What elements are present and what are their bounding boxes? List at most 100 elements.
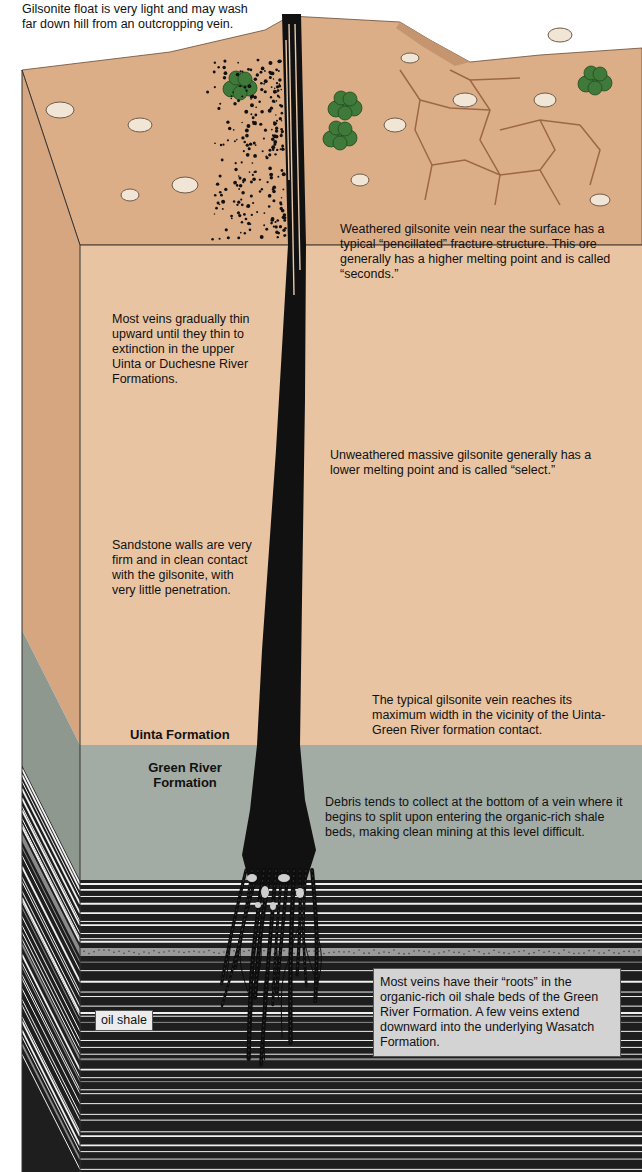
float-dot xyxy=(254,170,257,173)
sand-dot xyxy=(418,950,420,952)
vein-root xyxy=(290,870,294,1043)
float-dot xyxy=(278,70,280,72)
float-dot xyxy=(283,213,286,216)
bush-leaf xyxy=(333,136,347,150)
shale-stripe-side xyxy=(22,789,80,904)
rock xyxy=(351,174,369,186)
float-dot xyxy=(245,218,248,221)
vein-root-edge xyxy=(290,870,294,1043)
float-dot xyxy=(233,129,235,131)
float-dot xyxy=(279,225,282,228)
note-box: Most veins have their “roots” in the org… xyxy=(373,968,621,1057)
float-dot xyxy=(249,171,251,173)
sand-dot xyxy=(158,952,160,954)
float-dot xyxy=(275,122,277,124)
float-dot xyxy=(255,106,257,108)
shale-stripe xyxy=(80,889,642,891)
sand-dot xyxy=(463,953,465,955)
bush-leaf xyxy=(593,67,607,81)
float-dot xyxy=(270,222,273,225)
shale-stripe xyxy=(80,1081,642,1082)
ground-crack xyxy=(432,160,540,175)
float-dot xyxy=(220,194,223,197)
float-dot xyxy=(261,67,265,71)
sand-dot xyxy=(568,951,570,953)
float-dot xyxy=(252,202,254,204)
sand-dot xyxy=(113,951,115,953)
float-dot xyxy=(217,107,220,110)
float-dot xyxy=(279,97,281,99)
float-dot xyxy=(234,168,237,171)
float-dot xyxy=(233,181,237,185)
shale-stripe-side xyxy=(22,979,80,1094)
sand-dot xyxy=(168,950,170,952)
float-dot xyxy=(268,205,271,208)
shale-stripe-side xyxy=(22,781,80,896)
float-dot xyxy=(237,99,240,102)
float-dot xyxy=(237,201,240,204)
shale-stripe xyxy=(80,896,642,897)
shale-stripe xyxy=(80,962,642,963)
float-dot xyxy=(259,123,262,126)
box-text: Most veins have their “roots” in the org… xyxy=(380,975,614,1050)
sand-dot xyxy=(148,952,150,954)
shale-stripe-side xyxy=(22,1044,80,1159)
vein-root xyxy=(249,964,252,1053)
float-dot xyxy=(285,234,287,236)
formation-name: Green River Formation xyxy=(120,760,250,790)
sand-dot xyxy=(633,951,635,953)
float-dot xyxy=(281,112,284,115)
sand-dot xyxy=(343,951,345,953)
float-dot xyxy=(211,238,214,241)
float-dot xyxy=(241,136,244,139)
float-dot xyxy=(252,177,256,181)
float-dot xyxy=(251,94,254,97)
float-dot xyxy=(275,231,278,234)
shale-stripe xyxy=(80,1169,642,1170)
float-dot xyxy=(227,236,230,239)
float-dot xyxy=(236,73,240,77)
float-dot xyxy=(244,86,247,89)
float-dot xyxy=(219,204,221,206)
float-dot xyxy=(272,190,276,194)
sand-dot xyxy=(208,950,210,952)
sand-dot xyxy=(523,950,525,952)
float-dot xyxy=(260,179,262,181)
sand-dot xyxy=(138,953,140,955)
sand-dot xyxy=(433,953,435,955)
bush xyxy=(323,121,357,150)
float-dot xyxy=(280,134,283,137)
sand-dot xyxy=(243,951,245,953)
sand-dot xyxy=(428,951,430,953)
float-dot xyxy=(241,221,244,224)
vein-root xyxy=(297,870,300,975)
shale-stripe xyxy=(80,912,642,914)
float-dot xyxy=(243,150,245,152)
sand-dot xyxy=(538,950,540,952)
float-dot xyxy=(272,100,275,103)
sand-dot xyxy=(368,952,370,954)
sand-dot xyxy=(603,952,605,954)
shale-stripe-side xyxy=(22,955,80,1070)
sand-dot xyxy=(618,953,620,955)
sand-dot xyxy=(358,949,360,951)
vein-root-edge xyxy=(255,870,270,998)
sand-dot xyxy=(493,949,495,951)
float-dot xyxy=(252,162,254,164)
float-dot xyxy=(246,144,249,147)
annotation-text: Sandstone walls are very firm and in cle… xyxy=(112,538,260,598)
float-dot xyxy=(224,188,227,191)
bush-leaf xyxy=(338,122,352,136)
sand-dot xyxy=(163,951,165,953)
float-dot xyxy=(217,201,220,204)
float-dot xyxy=(213,71,216,74)
float-dot xyxy=(268,167,272,171)
shale-stripe xyxy=(80,1135,642,1137)
sand-dot xyxy=(413,950,415,952)
vein-root xyxy=(222,870,252,1006)
float-dot xyxy=(249,229,252,232)
sand-dot xyxy=(93,951,95,953)
vein-root xyxy=(302,928,316,981)
float-dot xyxy=(264,129,267,132)
float-dot xyxy=(241,203,244,206)
